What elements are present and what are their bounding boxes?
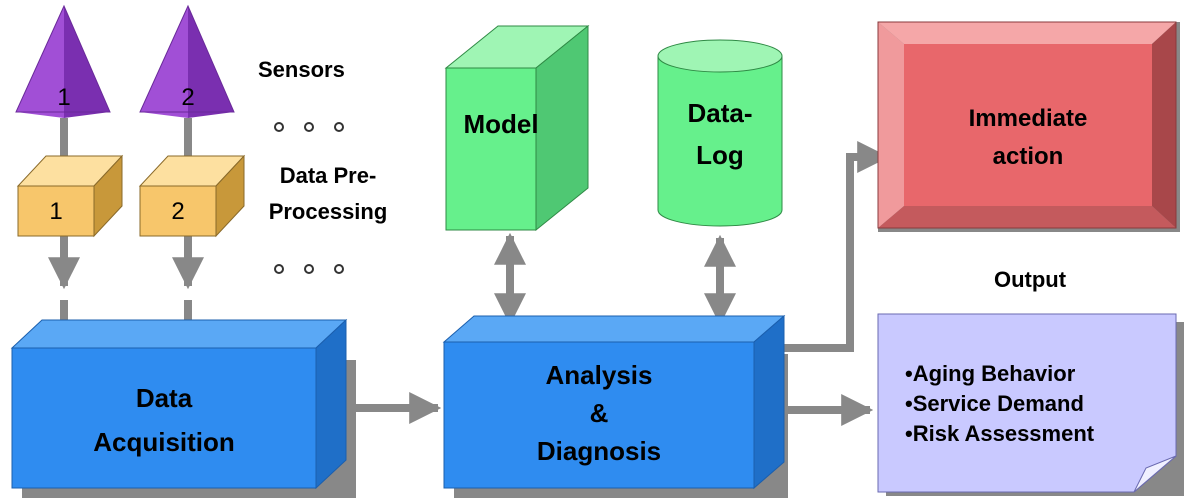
- datalog-label-line2: Log: [696, 140, 744, 170]
- immediate-action-label-line1: Immediate: [968, 105, 1088, 132]
- data-acquisition-box: [10, 318, 356, 498]
- datalog-label-line1: Data-: [687, 98, 753, 128]
- dot: [274, 264, 284, 274]
- datalog-label: Data- Log: [658, 92, 782, 176]
- output-note: [877, 313, 1184, 496]
- analysis-label: Analysis & Diagnosis: [444, 356, 754, 470]
- output-list: •Aging Behavior •Service Demand •Risk As…: [905, 359, 1094, 449]
- dot: [274, 122, 284, 132]
- output-label: Output: [993, 267, 1067, 292]
- analysis-label-line2: &: [589, 398, 609, 428]
- immediate-action-label-line2: action: [992, 143, 1064, 170]
- model-label: Model: [463, 109, 539, 139]
- analysis-to-immediate-arrow: [766, 141, 890, 352]
- datalog-cylinder: [657, 39, 783, 227]
- immediate-action-label: Immediate action: [904, 100, 1152, 176]
- sensor-2: [139, 4, 235, 118]
- sensor-2-number: 2: [181, 84, 195, 111]
- sensors-label: Sensors: [258, 57, 345, 82]
- analysis-label-line1: Analysis: [545, 360, 653, 390]
- dot: [334, 264, 344, 274]
- dot: [304, 122, 314, 132]
- dot: [304, 264, 314, 274]
- immediate-action-box: [877, 21, 1180, 232]
- preprocessing-box-2: [138, 154, 246, 238]
- output-item-risk-assessment: •Risk Assessment: [905, 421, 1095, 446]
- model-box: [444, 24, 590, 232]
- preprocessing-2-number: 2: [171, 198, 185, 225]
- data-acquisition-label-line2: Acquisition: [93, 427, 235, 457]
- sensor-1: [15, 4, 111, 118]
- preprocessing-label: Data Pre- Processing: [248, 158, 408, 230]
- preprocessing-more-dots: [274, 264, 344, 274]
- output-item-aging-behavior: •Aging Behavior: [905, 361, 1076, 386]
- preprocessing-box-1: [16, 154, 124, 238]
- data-acquisition-label-line1: Data: [135, 383, 193, 413]
- preprocessing-1-number: 1: [49, 198, 63, 225]
- sensors-more-dots: [274, 122, 344, 132]
- data-acquisition-label: Data Acquisition: [12, 376, 316, 464]
- analysis-label-line3: Diagnosis: [536, 436, 662, 466]
- dot: [334, 122, 344, 132]
- analysis-box: [442, 314, 788, 498]
- output-item-service-demand: •Service Demand: [905, 391, 1084, 416]
- sensor-1-number: 1: [57, 84, 71, 111]
- preprocessing-label-line2: Processing: [268, 199, 388, 224]
- preprocessing-label-line1: Data Pre-: [279, 163, 377, 188]
